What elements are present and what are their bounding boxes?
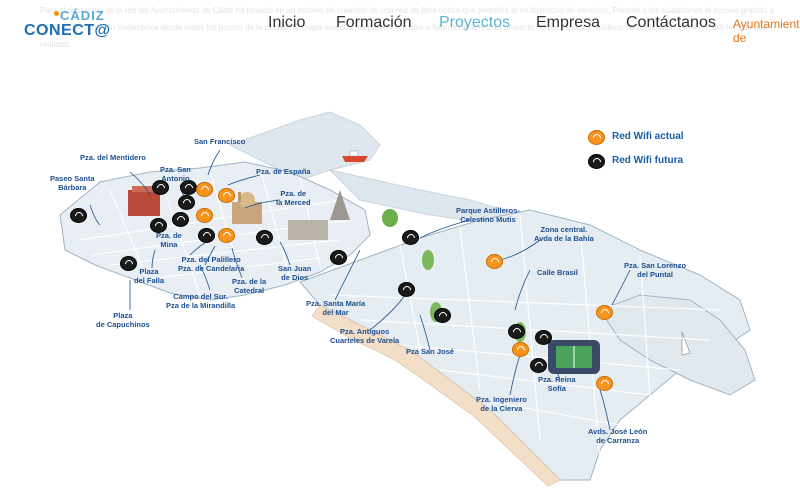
wifi-future-marker[interactable] [530,358,547,373]
sailboat-icon [681,331,691,356]
wifi-dot-icon [54,11,59,16]
label-pza-santa-maria-mar: Pza. Santa María del Mar [306,299,366,317]
wifi-future-marker[interactable] [150,218,167,233]
wifi-current-marker[interactable] [596,376,613,391]
leader-lines [89,149,631,431]
wifi-current-marker[interactable] [218,188,235,203]
label-pza-san-antonio: Pza. San Antonio [160,165,191,183]
label-pza-san-lorenzo: Pza. San Lorenzo del Puntal [624,261,687,279]
label-pza-mentidero: Pza. del Mentidero [80,153,146,162]
legend-current-icon [588,130,605,145]
label-pza-reina-sofia: Pza. Reina Sofía [538,375,576,393]
site-logo[interactable]: CÁDIZ CONECT@ [24,8,116,42]
building-red-icon [128,186,160,216]
site-header: Para el desarrollo de la red del Ayuntam… [0,0,800,50]
wifi-current-marker[interactable] [512,342,529,357]
monument-icon [288,190,350,240]
wifi-future-marker[interactable] [70,208,87,223]
logo-line-2: CONECT@ [24,22,111,39]
ship-cabin [349,150,359,157]
label-pza-antiguos-cuarteles: Pza. Antiguos Cuarteles de Varela [330,327,400,345]
wifi-current-marker[interactable] [486,254,503,269]
nav-contactanos[interactable]: Contáctanos [626,14,716,31]
wifi-current-marker[interactable] [196,208,213,223]
nav-inicio[interactable]: Inicio [268,14,306,31]
label-pza-palillero: Pza. del Palillero Pza. de Candelaria [178,255,245,273]
wifi-future-marker[interactable] [178,195,195,210]
wifi-future-marker[interactable] [398,282,415,297]
wifi-current-marker[interactable] [196,182,213,197]
wifi-current-marker[interactable] [218,228,235,243]
label-campo-del-sur: Campo del Sur. Pza de la Mirandilla [166,292,236,310]
label-plaza-capuchinos: Plaza de Capuchinos [96,311,150,329]
label-paseo-santa-barbara: Paseo Santa Bárbara [50,174,95,192]
label-pza-ingeniero-cierva: Pza. Ingeniero de la Cierva [476,395,527,413]
stadium-icon [548,340,600,374]
label-calle-brasil: Calle Brasil [537,268,578,277]
wifi-future-marker[interactable] [120,256,137,271]
puntal-area [599,294,756,396]
legend-current-label: Red Wifi actual [612,131,684,142]
background-text: Para el desarrollo de la red del Ayuntam… [40,6,775,49]
wifi-future-marker[interactable] [172,212,189,227]
label-pza-espana: Pza. de España [256,167,311,176]
label-plaza-falla: Plaza del Falla [134,267,165,285]
wifi-future-marker[interactable] [434,308,451,323]
wifi-future-marker[interactable] [152,180,169,195]
beach [311,304,561,487]
port-area [228,111,381,181]
legend-future-label: Red Wifi futura [612,155,684,166]
cathedral-icon [232,192,262,224]
label-pza-merced: Pza. de la Merced [276,189,311,207]
label-avds-jose-leon-carranza: Avds. José León de Carranza [588,427,648,445]
label-san-juan-dios: San Juan de Dios [278,264,312,282]
wifi-map: Red Wifi actual Red Wifi futura Paseo Sa… [0,50,800,500]
nav-empresa[interactable]: Empresa [536,14,601,31]
logo-line-1: CÁDIZ [60,8,105,23]
legend-future-icon [588,154,605,169]
wifi-future-marker[interactable] [330,250,347,265]
nav-proyectos[interactable]: Proyectos [439,14,511,31]
wifi-future-marker[interactable] [535,330,552,345]
wifi-future-marker[interactable] [256,230,273,245]
label-pza-san-jose: Pza San José [406,347,454,356]
label-zona-central: Zona central. Avda de la Bahía [534,225,594,243]
nav-ayuntamiento[interactable]: Ayuntamiento de [733,17,800,45]
label-san-francisco: San Francisco [194,137,246,146]
wifi-future-marker[interactable] [402,230,419,245]
label-parque-astilleros: Parque Astilleros- Celestino Mutis [456,206,520,224]
label-pza-catedral: Pza. de la Catedral [232,277,267,295]
ship-icon [342,156,368,162]
wifi-current-marker[interactable] [596,305,613,320]
wifi-future-marker[interactable] [508,324,525,339]
label-pza-mina: Pza. de Mina [156,231,182,249]
wifi-future-marker[interactable] [198,228,215,243]
nav-formacion[interactable]: Formación [336,14,412,31]
